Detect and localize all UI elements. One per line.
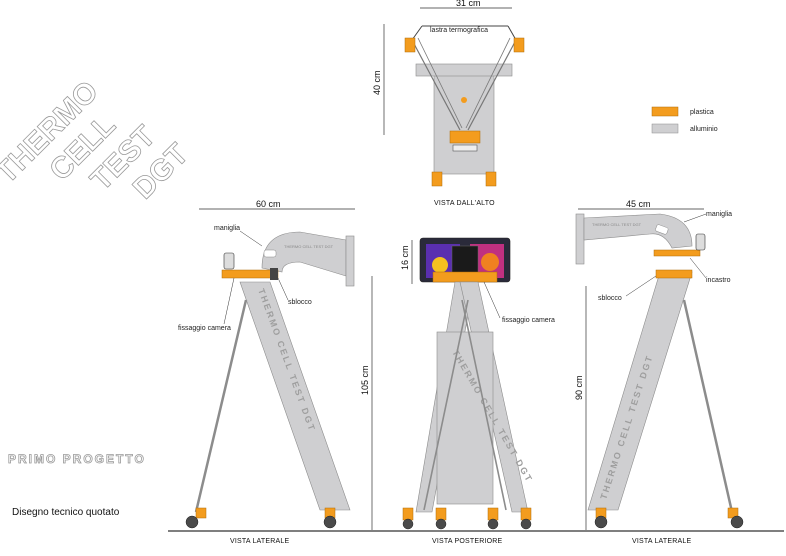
top-foot-right <box>485 171 497 187</box>
left-handle-label: maniglia <box>214 225 240 232</box>
legend: plastica alluminio <box>651 106 718 134</box>
left-release <box>270 268 278 280</box>
top-arm-left-2 <box>417 37 463 129</box>
top-corner-right <box>513 37 525 53</box>
top-camera <box>452 144 478 152</box>
right-wheel-front <box>594 515 608 529</box>
right-wheel-back <box>730 515 744 529</box>
top-arm-right-2 <box>465 37 511 129</box>
top-view-caption: VISTA DALL'ALTO <box>434 200 495 207</box>
top-camera-mount <box>449 130 481 144</box>
legend-label-plastic: plastica <box>690 109 714 116</box>
rear-wheel-3 <box>487 518 499 530</box>
top-crossbar <box>415 63 513 77</box>
rear-wheel-1 <box>402 518 414 530</box>
left-arm-small-text: THERMO CELL TEST DGT <box>284 244 334 249</box>
right-handle-slot <box>655 224 669 235</box>
side-view-left: 60 cm 105 cm THERMO CELL TEST DGT THERMO… <box>178 199 373 545</box>
rear-camera-screen <box>451 245 479 275</box>
side-view-right: 45 cm 90 cm THERMO CELL TEST DGT THERMO … <box>574 199 744 545</box>
right-handle-arm <box>583 213 693 249</box>
project-title: PRIMO PROGETTO <box>8 452 146 466</box>
left-width-dim: 60 cm <box>256 199 281 209</box>
top-body <box>433 65 495 175</box>
top-arm-right-1 <box>467 39 517 131</box>
brand-logo: THERMO CELL TEST DGT <box>0 74 195 206</box>
left-main-pole <box>239 281 351 511</box>
rear-camera-mount <box>432 271 498 283</box>
rear-camera-label: fissaggio camera <box>502 317 555 324</box>
top-width-dim: 31 cm <box>456 0 481 8</box>
left-camera-label: fissaggio camera <box>178 325 231 332</box>
left-view-caption: VISTA LATERALE <box>230 538 289 545</box>
left-camera-bracket <box>221 269 279 279</box>
rear-wheel-2 <box>435 518 447 530</box>
drawing-title: Disegno tecnico quotato <box>12 507 120 518</box>
rear-wheel-4 <box>520 518 532 530</box>
top-foot-left <box>431 171 443 187</box>
left-handle-slot <box>263 249 277 258</box>
top-plate-label: lastra termografica <box>430 27 488 34</box>
left-wheel-front <box>323 515 337 529</box>
rear-height-dim: 16 cm <box>400 245 410 270</box>
right-joint-label: incastro <box>706 277 731 284</box>
right-release-label: sblocco <box>598 295 622 302</box>
rear-view: 16 cm THERMO CELL TEST DGT fissaggio cam… <box>400 237 555 545</box>
right-plate <box>575 213 585 265</box>
rear-view-caption: VISTA POSTERIORE <box>432 538 502 545</box>
legend-label-aluminium: alluminio <box>690 126 718 133</box>
right-release <box>655 269 693 279</box>
top-knob <box>461 97 467 103</box>
top-corner-left <box>404 37 416 53</box>
legend-swatch-plastic <box>651 106 679 117</box>
legend-swatch-aluminium <box>651 123 679 134</box>
left-height-dim: 105 cm <box>360 365 370 395</box>
left-back-leg <box>194 299 248 513</box>
top-arm-left-1 <box>411 39 461 131</box>
right-view-caption: VISTA LATERALE <box>632 538 691 545</box>
left-plate <box>345 235 355 287</box>
top-height-dim: 40 cm <box>372 70 382 95</box>
left-wheel-back <box>185 515 199 529</box>
right-camera <box>695 233 706 251</box>
rear-panel <box>436 331 494 505</box>
right-height-dim: 90 cm <box>574 375 584 400</box>
right-arm-small-text: THERMO CELL TEST DGT <box>592 222 642 227</box>
right-camera-bracket <box>653 249 701 257</box>
left-camera <box>223 252 235 270</box>
top-view: 31 cm 40 cm lastra termografica VISTA DA… <box>372 0 525 207</box>
left-release-label: sblocco <box>288 299 312 306</box>
right-handle-label: maniglia <box>706 211 732 218</box>
right-width-dim: 45 cm <box>626 199 651 209</box>
right-back-leg <box>682 299 734 513</box>
